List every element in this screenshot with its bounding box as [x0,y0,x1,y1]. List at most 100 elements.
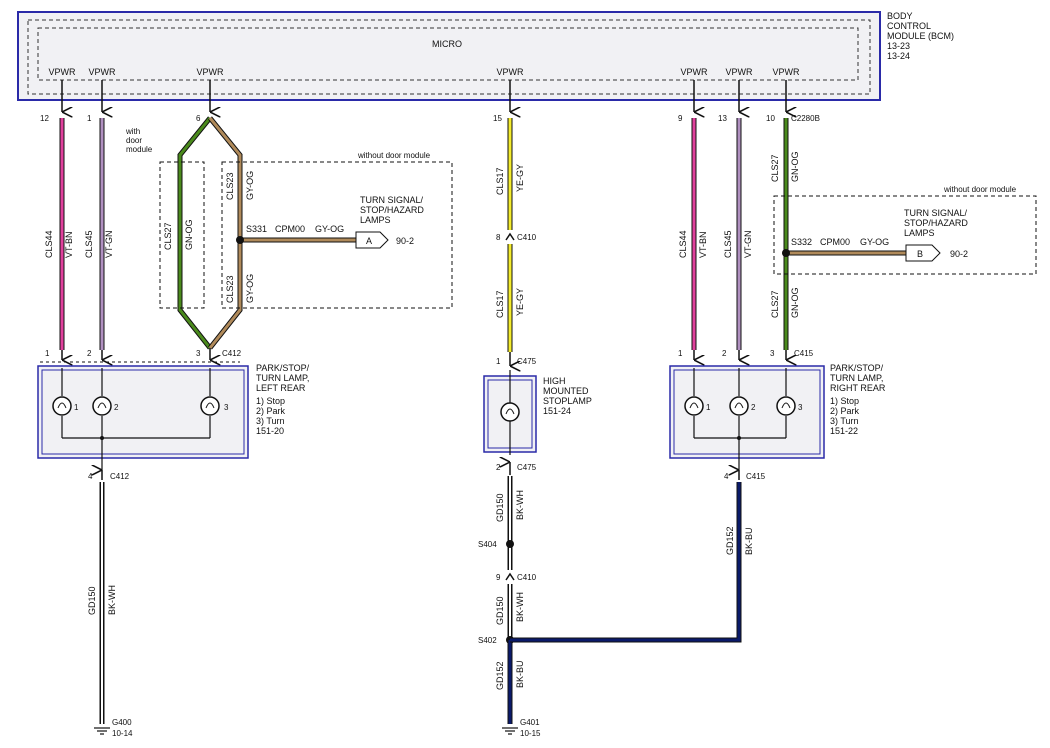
svg-text:VPWR: VPWR [197,67,225,77]
splice-s332[interactable] [782,249,790,257]
bkbu-c-label: BK-BU [515,660,525,688]
left-bulb2-num: 2 [114,403,119,412]
right-lamp-junction [737,436,741,440]
svg-text:151-22: 151-22 [830,426,858,436]
svg-text:3) Turn: 3) Turn [256,416,285,426]
c475-upper-label: C475 [517,357,537,366]
svg-text:STOP/HAZARD: STOP/HAZARD [904,218,968,228]
svg-text:BODY: BODY [887,11,913,21]
svg-text:VPWR: VPWR [773,67,801,77]
without-door-label-left: without door module [357,151,431,160]
without-door-label-right: without door module [943,185,1017,194]
svg-text:CLS45: CLS45 [84,230,94,258]
left-bulb3-num: 3 [224,403,229,412]
yegy-lower-label: YE-GY [515,288,525,316]
c410-lower-connector [505,572,515,581]
bkwh-c1-label: BK-WH [515,490,525,520]
c410-pin-9: 9 [496,573,501,582]
right-bulb-2 [729,396,749,416]
left-lamp-title: PARK/STOP/ TURN LAMP, LEFT REAR 1) Stop … [256,363,310,436]
right-lamp-pins [693,350,786,360]
left-bulb-1 [52,396,72,416]
svg-text:1) Stop: 1) Stop [830,396,859,406]
svg-text:RIGHT REAR: RIGHT REAR [830,383,886,393]
yegy-upper-label: YE-GY [515,164,525,192]
svg-text:C412: C412 [222,349,242,358]
svg-text:2: 2 [722,349,727,358]
splice-s331[interactable] [236,236,244,244]
svg-text:STOPLAMP: STOPLAMP [543,396,592,406]
cpm00-right: CPM00 [820,237,850,247]
hmsl-bulb [500,402,520,422]
svg-text:VPWR: VPWR [89,67,117,77]
wire-cls27-right[interactable] [783,118,906,350]
svg-text:C415: C415 [794,349,814,358]
micro-label: MICRO [432,39,462,49]
c410-label: C410 [517,233,537,242]
gd152-c-label: GD152 [495,661,505,690]
svg-text:9: 9 [678,114,683,123]
gyog-right-h: GY-OG [860,237,889,247]
left-bulb-2 [92,396,112,416]
c410-lower-label: C410 [517,573,537,582]
svg-text:door: door [126,136,142,145]
c412-lower-label: C412 [110,472,130,481]
svg-text:GY-OG: GY-OG [245,274,255,303]
wire-gd152-cross[interactable] [510,482,742,643]
c475-pin-2: 2 [496,463,501,472]
right-connector-pins: 1 2 3 C415 [678,349,814,358]
gd150-c1-label: GD150 [495,493,505,522]
c475-pin-1: 1 [496,357,501,366]
svg-text:module: module [126,145,153,154]
svg-text:GN-OG: GN-OG [790,152,800,183]
right-wire-labels: CLS44 VT-BN CLS45 VT-GN CLS27 GN-OG CLS2… [678,152,800,319]
right-bulb-3 [776,396,796,416]
ref-b: 90-2 [950,249,968,259]
svg-text:VPWR: VPWR [681,67,709,77]
right-bulb3-num: 3 [798,403,803,412]
bcm-module[interactable] [17,11,881,101]
right-bulb-1 [684,396,704,416]
connector-a[interactable] [355,231,389,249]
cpm00-left: CPM00 [275,224,305,234]
splice-s404[interactable] [506,540,514,548]
without-door-box-right [773,195,1037,275]
svg-text:with: with [125,127,140,136]
svg-text:TURN SIGNAL/: TURN SIGNAL/ [360,195,424,205]
svg-text:LAMPS: LAMPS [360,215,391,225]
c410-connector [505,232,515,241]
svg-text:GN-OG: GN-OG [790,288,800,319]
svg-text:LAMPS: LAMPS [904,228,935,238]
svg-text:TURN SIGNAL/: TURN SIGNAL/ [904,208,968,218]
svg-text:VPWR: VPWR [726,67,754,77]
conn-b-label: B [917,249,923,259]
svg-text:1: 1 [678,349,683,358]
right-bulb2-num: 2 [751,403,756,412]
left-lamp-pins [61,348,210,360]
wire-cls23-left[interactable] [208,116,356,350]
svg-text:3: 3 [196,349,201,358]
ground-g400 [94,727,110,735]
gyog-left-h: GY-OG [315,224,344,234]
left-bulb-3 [200,396,220,416]
svg-text:VT-GN: VT-GN [104,230,114,258]
svg-text:3: 3 [770,349,775,358]
svg-text:2: 2 [87,349,92,358]
svg-text:2) Park: 2) Park [830,406,860,416]
g400-label: G400 [112,718,132,727]
wire-cls27-left[interactable] [177,116,212,350]
ground-g401 [502,727,518,735]
svg-text:CONTROL: CONTROL [887,21,931,31]
gd150-left-label: GD150 [87,586,97,615]
vpwr-labels: VPWR VPWR VPWR VPWR VPWR VPWR VPWR [49,67,801,77]
connector-b[interactable] [905,244,941,262]
g401-label: G401 [520,718,540,727]
ref-a: 90-2 [396,236,414,246]
svg-text:13: 13 [718,114,727,123]
turn-signal-right-label: TURN SIGNAL/ STOP/HAZARD LAMPS [904,208,968,238]
svg-text:GY-OG: GY-OG [245,171,255,200]
right-bulb1-num: 1 [706,403,711,412]
left-pin-4: 4 [88,472,93,481]
svg-text:151-24: 151-24 [543,406,571,416]
